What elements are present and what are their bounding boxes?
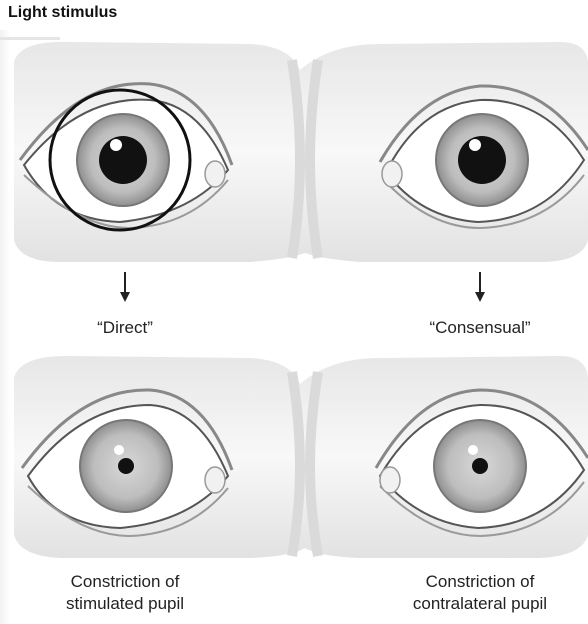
right-caption-line1: Constriction of: [385, 571, 575, 593]
left-caption: Constriction of stimulated pupil: [40, 571, 210, 615]
right-caption-line2: contralateral pupil: [385, 593, 575, 615]
left-caption-line2: stimulated pupil: [40, 593, 210, 615]
left-caption-line1: Constriction of: [40, 571, 210, 593]
direct-label: “Direct”: [75, 317, 175, 339]
consensual-label: “Consensual”: [405, 317, 555, 339]
consensual-arrow: [475, 272, 485, 302]
direct-arrow: [120, 272, 130, 302]
right-caption: Constriction of contralateral pupil: [385, 571, 575, 615]
